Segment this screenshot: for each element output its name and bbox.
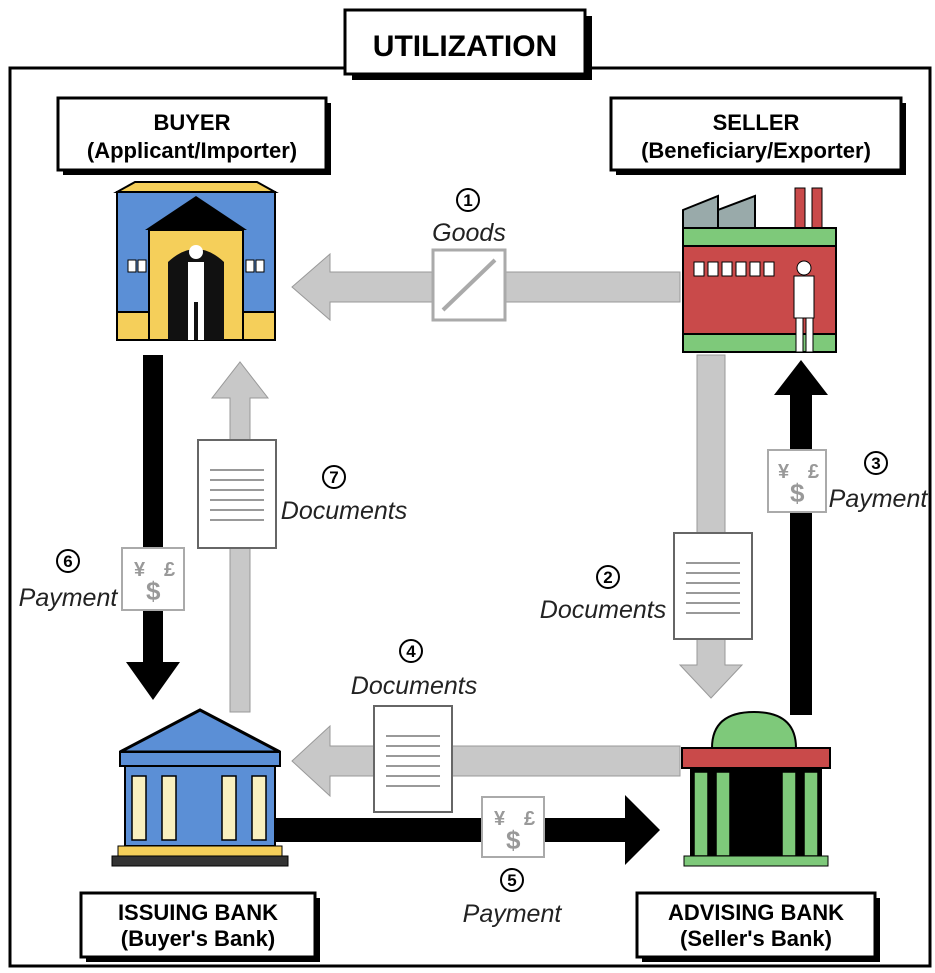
svg-text:£: £ [524,808,535,830]
buyer-building-icon [113,181,279,341]
svg-text:¥: ¥ [778,461,790,483]
step-7-label: 7 Documents [281,465,407,525]
advising-bank-subtitle: (Seller's Bank) [680,926,832,951]
arrow-payment-3 [774,360,828,715]
seller-factory-icon [682,187,837,353]
svg-text:Documents: Documents [351,672,477,700]
svg-text:¥: ¥ [134,559,146,581]
svg-text:Documents: Documents [540,596,666,624]
goods-crate-icon [431,248,507,322]
issuing-bank-title: ISSUING BANK [118,900,278,925]
buyer-label-box: BUYER (Applicant/Importer) [56,96,331,175]
svg-text:7: 7 [329,468,338,487]
advising-bank-title: ADVISING BANK [668,900,844,925]
svg-text:Payment: Payment [19,584,119,612]
svg-text:Goods: Goods [432,219,506,247]
svg-text:Payment: Payment [829,485,929,513]
svg-text:3: 3 [871,454,880,473]
issuing-bank-subtitle: (Buyer's Bank) [121,926,275,951]
currency-icon: ¥ $ £ [767,449,827,513]
diagram-title: UTILIZATION [373,30,557,63]
seller-label-box: SELLER (Beneficiary/Exporter) [609,96,906,175]
svg-text:$: $ [506,825,521,855]
svg-text:2: 2 [603,568,612,587]
issuing-bank-building-icon [111,708,289,867]
svg-text:¥: ¥ [494,808,506,830]
arrow-payment-6 [126,355,180,700]
step-1-label: 1 Goods [432,188,506,247]
document-icon [197,439,277,549]
svg-text:4: 4 [406,642,416,661]
svg-text:Payment: Payment [463,900,563,928]
currency-icon: ¥ $ £ [121,547,185,611]
svg-text:£: £ [808,461,819,483]
buyer-title: BUYER [153,110,230,135]
title-box: UTILIZATION [343,8,592,80]
step-6-label: 6 Payment [19,549,119,612]
svg-text:$: $ [790,478,805,508]
document-icon [373,705,453,813]
svg-text:£: £ [164,559,175,581]
svg-text:5: 5 [507,871,516,890]
arrow-documents-2 [678,354,744,699]
step-3-label: 3 Payment [829,451,929,513]
seller-title: SELLER [713,110,800,135]
svg-text:6: 6 [63,552,72,571]
advising-bank-label-box: ADVISING BANK (Seller's Bank) [635,891,880,962]
svg-text:$: $ [146,576,161,606]
issuing-bank-label-box: ISSUING BANK (Buyer's Bank) [79,891,320,962]
svg-text:1: 1 [463,191,472,210]
step-5-label: 5 Payment [463,868,563,928]
step-4-label: 4 Documents [351,639,477,700]
arrow-payment-5 [275,795,660,865]
advising-bank-building-icon [681,710,831,867]
svg-text:Documents: Documents [281,497,407,525]
document-icon [673,532,753,640]
seller-subtitle: (Beneficiary/Exporter) [641,138,871,163]
currency-icon: ¥ $ £ [481,796,545,858]
buyer-subtitle: (Applicant/Importer) [87,138,297,163]
arrow-documents-4 [291,724,681,798]
step-2-label: 2 Documents [540,565,666,624]
